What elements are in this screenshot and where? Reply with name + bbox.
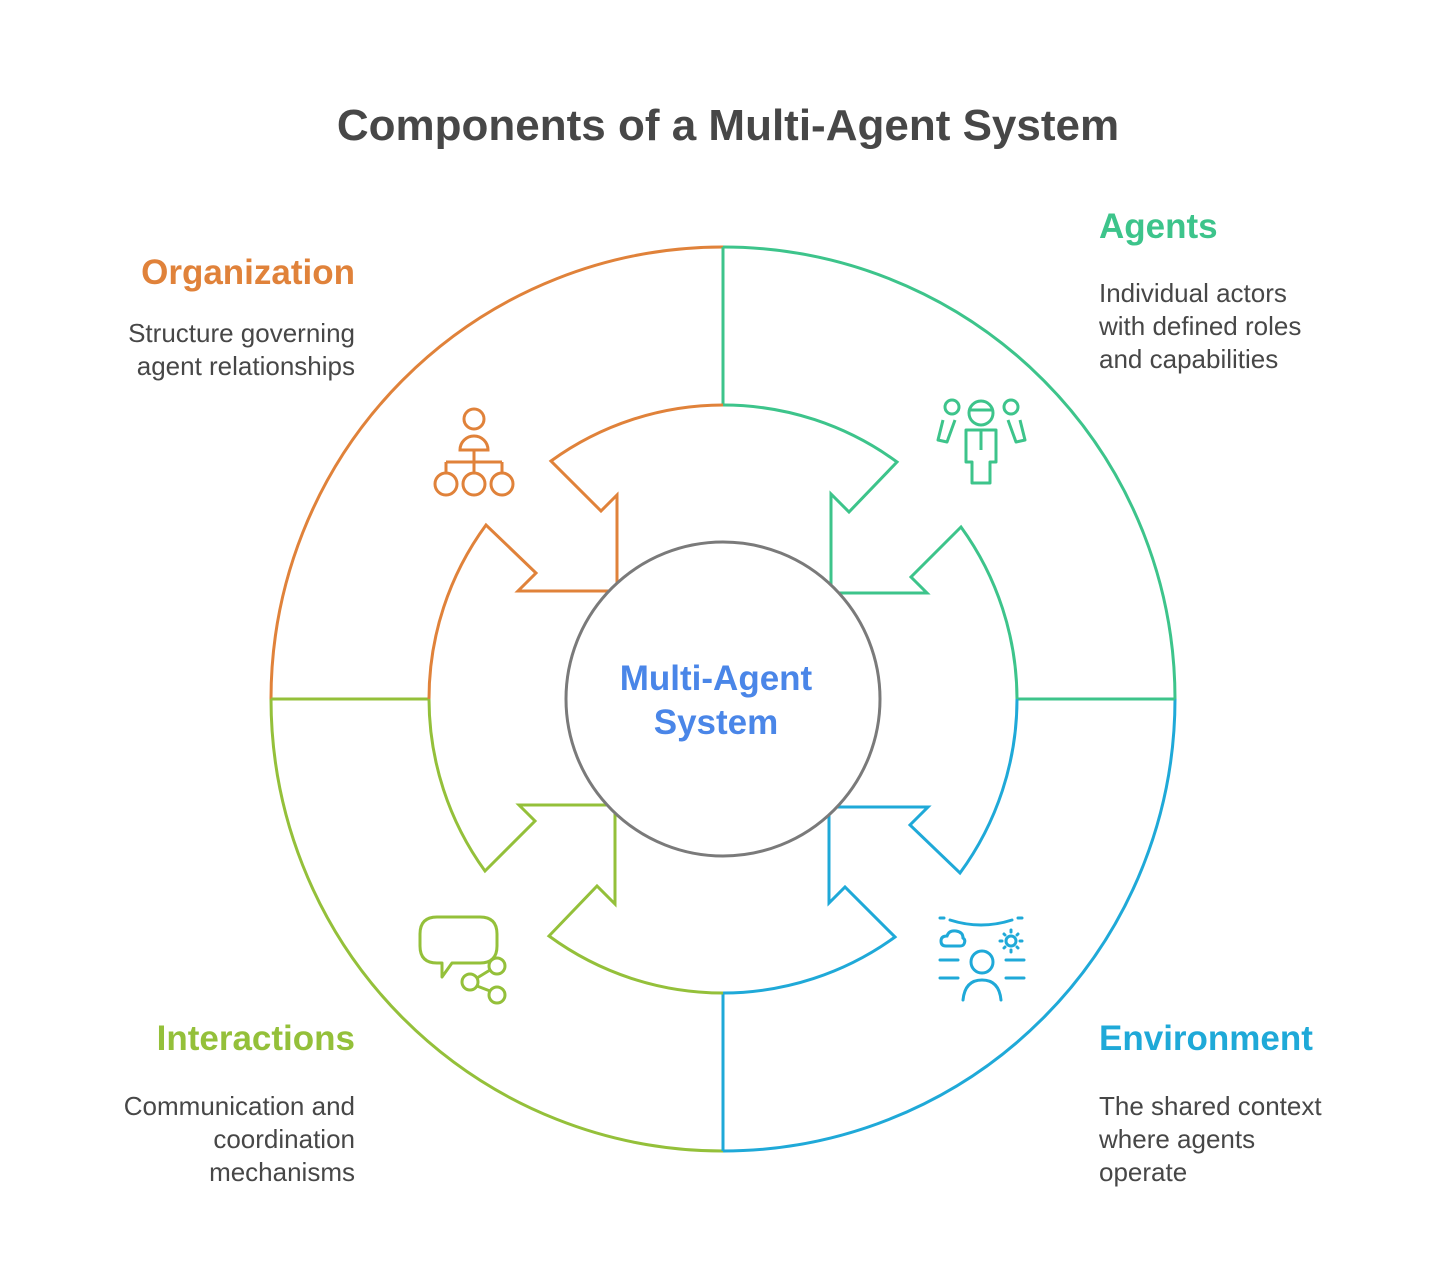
people-group-icon: [936, 398, 1027, 485]
agents-desc-line3: and capabilities: [1099, 344, 1278, 374]
environment-desc-line1: The shared context: [1099, 1091, 1322, 1121]
outer-arc-organization: [269, 245, 724, 700]
organization-desc-line2: agent relationships: [137, 351, 355, 381]
arrow-environment: [722, 698, 1019, 995]
environment-heading: Environment: [1099, 1019, 1313, 1058]
center-circle: [564, 540, 882, 858]
agents-heading: Agents: [1099, 207, 1218, 246]
outer-arc-interactions: [269, 698, 724, 1153]
org-chart-icon: [433, 407, 515, 497]
environment-desc-line2: where agents: [1098, 1124, 1255, 1154]
outer-arc-environment: [722, 698, 1177, 1153]
person-weather-icon: [938, 916, 1026, 1002]
agents-desc-line1: Individual actors: [1099, 278, 1287, 308]
outer-arc-agents: [722, 245, 1177, 700]
organization-heading: Organization: [141, 253, 355, 292]
center-label-line1: Multi-Agent: [620, 659, 813, 698]
chat-share-icon: [418, 915, 507, 1005]
agents-desc-line2: with defined roles: [1098, 311, 1301, 341]
interactions-heading: Interactions: [157, 1019, 355, 1058]
arrow-organization: [427, 403, 724, 700]
interactions-desc-line3: mechanisms: [209, 1157, 355, 1187]
page-title: Components of a Multi-Agent System: [337, 101, 1119, 150]
organization-desc-line1: Structure governing: [128, 318, 355, 348]
interactions-desc-line1: Communication and: [124, 1091, 355, 1121]
arrow-interactions: [427, 698, 724, 995]
interactions-desc-line2: coordination: [213, 1124, 355, 1154]
outer-ring: [269, 245, 1177, 1153]
arrow-agents: [722, 403, 1019, 700]
environment-desc-line3: operate: [1099, 1157, 1187, 1187]
inner-arrow-ring: [427, 403, 1019, 995]
center-label-line2: System: [654, 703, 779, 742]
